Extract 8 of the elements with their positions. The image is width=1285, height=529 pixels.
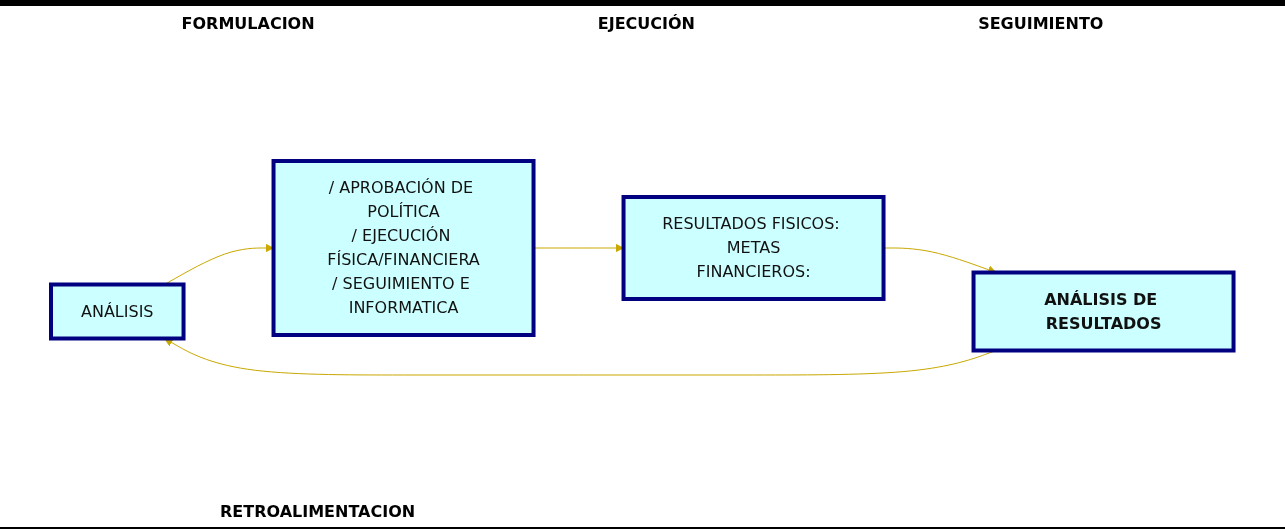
column-heading: FORMULACION [181, 14, 315, 33]
column-heading: SEGUIMIENTO [978, 14, 1104, 33]
node-box: / APROBACIÓN DE POLÍTICA / EJECUCIÓN FÍSICA/FINANCIERA / SEGUIMIENTO E INFORMATICA [271, 158, 536, 337]
section-label: RETROALIMENTACION [220, 502, 416, 521]
node-box: ANÁLISIS DE RESULTADOS [971, 270, 1236, 352]
column-heading: EJECUCIÓN [597, 14, 695, 33]
node-box: ANÁLISIS [49, 282, 186, 340]
node-box: RESULTADOS FISICOS: METAS FINANCIEROS: [621, 194, 886, 301]
